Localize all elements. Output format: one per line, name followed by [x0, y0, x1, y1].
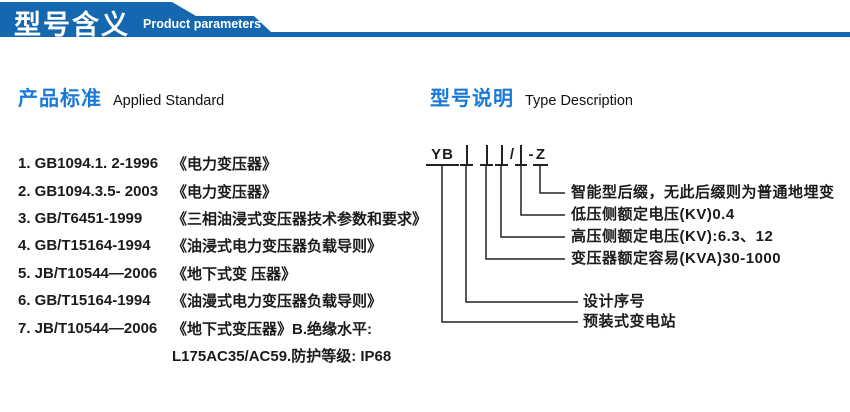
applied-standard-title-en: Applied Standard — [113, 93, 225, 109]
header-banner: 型号含义 Product parameters — [0, 0, 850, 40]
type-description-title-zh: 型号说明 — [430, 88, 514, 110]
standard-code: 7. JB/T10544—2006 — [18, 319, 158, 337]
standard-name: 《电力变压器》 — [172, 156, 278, 174]
standard-code: 1. GB1094.1. 2-1996 — [18, 155, 159, 173]
standard-name: 《油漫式电力变压器负载导则》 — [172, 293, 383, 311]
type-description-heading: 型号说明 Type Description — [430, 82, 633, 111]
page-subtitle: Product parameters — [143, 17, 262, 31]
standard-item: 1. GB1094.1. 2-1996 《电力变压器》 — [18, 150, 438, 177]
standard-item: 2. GB1094.3.5- 2003 《电力变压器》 — [18, 177, 438, 204]
standard-item: 3. GB/T6451-1999 《三相油浸式变压器技术参数和要求》 — [18, 205, 438, 232]
standard-code: 4. GB/T15164-1994 — [18, 237, 151, 255]
legend-hv-rated-voltage: 高压侧额定电压(KV):6.3、12 — [571, 228, 774, 245]
standard-name: 《油浸式电力变压器负载导则》 — [172, 238, 383, 256]
legend-prefabricated-substation: 预装式变电站 — [583, 313, 677, 330]
standard-item: 7. JB/T10544—2006 《地下式变压器》B.绝缘水平: — [18, 314, 438, 341]
standard-name: 《电力变压器》 — [172, 183, 278, 201]
model-code-dash: - — [528, 146, 534, 163]
standard-name: 《地下式变 压器》 — [172, 265, 297, 283]
box-symbol — [485, 145, 488, 164]
legend-rated-capacity: 变压器额定容易(KVA)30-1000 — [571, 250, 782, 267]
banner-ribbon-shape — [0, 2, 850, 37]
standard-name: 《三相油浸式变压器技术参数和要求》 — [172, 210, 428, 228]
standard-code: 6. GB/T15164-1994 — [18, 292, 151, 310]
box-symbol — [500, 145, 503, 164]
model-code-box — [460, 145, 473, 166]
model-code-diagram: YB / - Z 智能型后缀，无此后缀则为普通地埋变 低压侧额定电压(KV)0.… — [425, 145, 850, 346]
legend-design-serial: 设计序号 — [583, 293, 646, 310]
standard-code: 2. GB1094.3.5- 2003 — [18, 182, 159, 200]
model-code-box — [495, 145, 508, 166]
legend-smart-suffix: 智能型后缀，无此后缀则为普通地埋变 — [571, 184, 835, 201]
standard-item-continuation: L175AC35/AC59.防护等级: IP68 — [18, 342, 438, 369]
page-title: 型号含义 — [14, 10, 130, 40]
model-code-suffix: Z — [533, 146, 548, 166]
type-description-title-en: Type Description — [525, 93, 633, 109]
box-symbol — [520, 145, 522, 164]
standard-item: 5. JB/T10544—2006 《地下式变 压器》 — [18, 260, 438, 287]
standard-code: 3. GB/T6451-1999 — [18, 209, 143, 227]
applied-standard-heading: 产品标准 Applied Standard — [18, 82, 224, 111]
model-code-box — [515, 145, 527, 166]
standard-item: 4. GB/T15164-1994 《油浸式电力变压器负载导则》 — [18, 232, 438, 259]
applied-standard-title-zh: 产品标准 — [18, 88, 102, 110]
standard-item: 6. GB/T15164-1994 《油漫式电力变压器负载导则》 — [18, 287, 438, 314]
legend-lv-rated-voltage: 低压侧额定电压(KV)0.4 — [571, 206, 735, 223]
standards-list: 1. GB1094.1. 2-1996 《电力变压器》 2. GB1094.3.… — [18, 150, 438, 369]
model-code-box — [480, 145, 493, 166]
box-symbol — [465, 145, 468, 164]
model-code-slash: / — [509, 146, 515, 163]
standard-code: 5. JB/T10544—2006 — [18, 264, 158, 282]
standard-name: 《地下式变压器》B.绝缘水平: — [172, 320, 372, 338]
model-code-prefix: YB — [426, 146, 459, 166]
standard-name: L175AC35/AC59.防护等级: IP68 — [172, 347, 392, 365]
